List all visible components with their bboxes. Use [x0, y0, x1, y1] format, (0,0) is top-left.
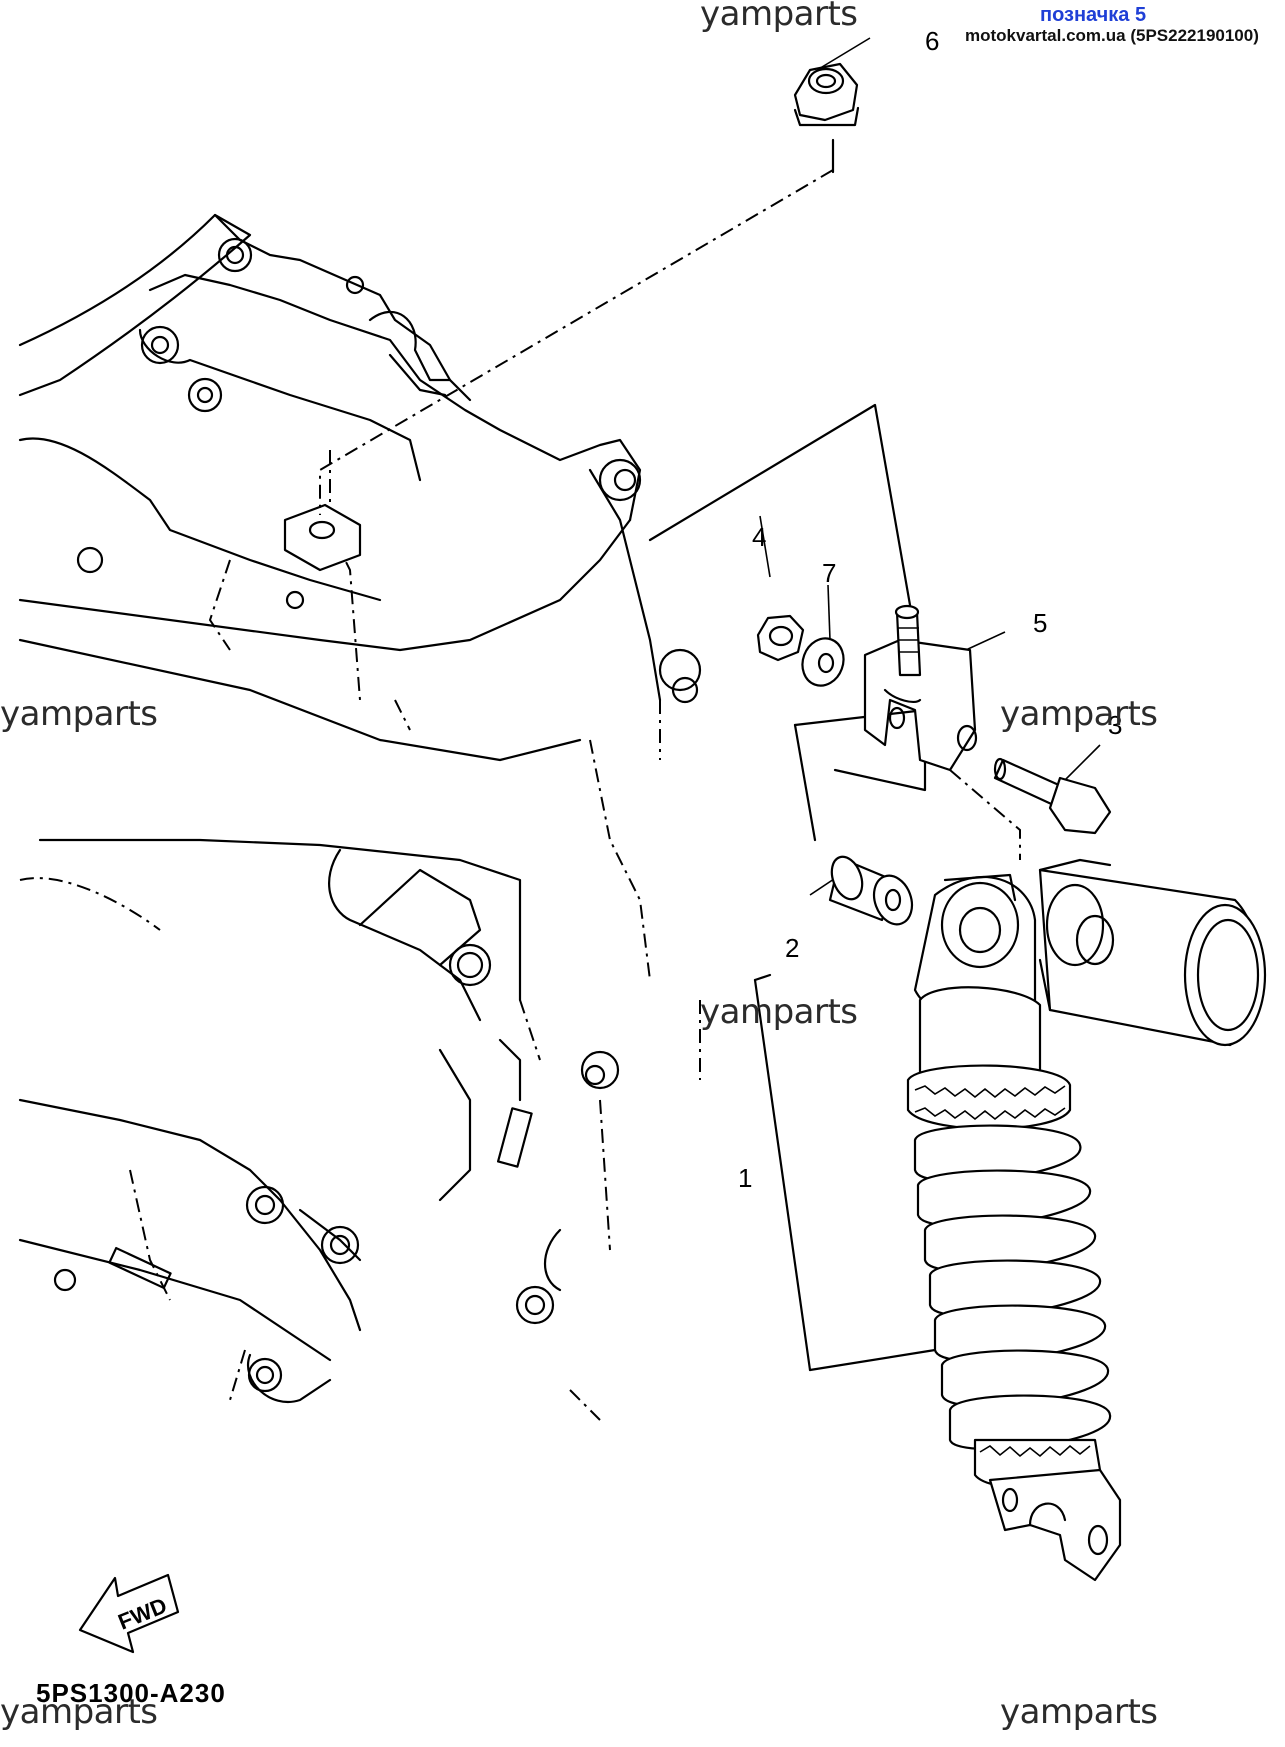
watermark: yamparts	[700, 992, 858, 1032]
leader-lines	[319, 37, 1101, 1372]
watermark: yamparts	[0, 1692, 158, 1732]
fwd-arrow-icon: FWD	[78, 1573, 180, 1654]
watermark: yamparts	[1000, 1692, 1158, 1732]
part-bolt	[993, 757, 1112, 835]
part-collar	[828, 855, 914, 926]
watermark: yamparts	[0, 694, 158, 734]
page-title: позначка 5	[1040, 4, 1147, 26]
part-nut	[756, 614, 805, 662]
frame-outline	[18, 213, 702, 1421]
part-bracket	[863, 604, 978, 772]
callout-1: 1	[738, 1163, 753, 1193]
callout-4: 4	[752, 522, 767, 552]
part-flange-nut	[793, 62, 860, 127]
callout-5: 5	[1033, 608, 1048, 638]
callout-6: 6	[925, 26, 940, 56]
callout-7: 7	[822, 558, 837, 588]
source-caption: motokvartal.com.ua (5PS222190100)	[965, 26, 1259, 45]
diagram-code: 5PS1300-A230	[36, 1678, 226, 1708]
callout-2: 2	[785, 933, 800, 963]
part-washer	[801, 637, 845, 687]
part-rear-shock	[906, 858, 1267, 1582]
watermark: yamparts	[700, 0, 858, 34]
callout-3: 3	[1108, 710, 1123, 740]
watermark: yamparts	[1000, 694, 1158, 734]
